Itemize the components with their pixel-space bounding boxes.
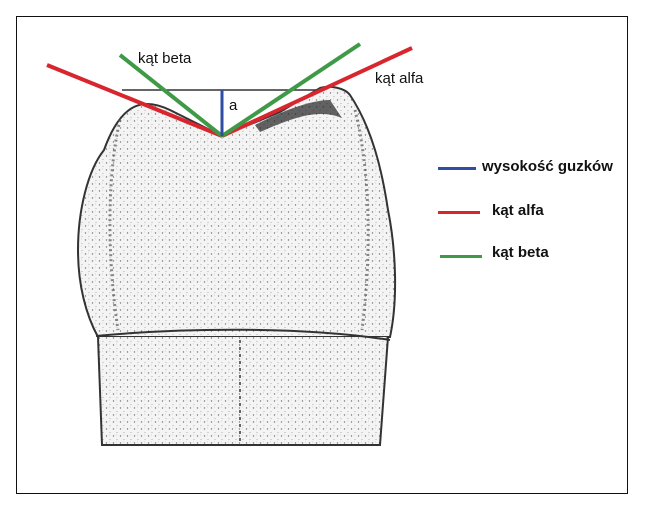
cusp-height-label: a	[229, 97, 237, 114]
legend-label-cusp-height: wysokość guzków	[482, 158, 613, 175]
legend-label-beta: kąt beta	[492, 244, 549, 261]
legend-swatch-green	[440, 255, 482, 258]
tooth-root	[98, 337, 388, 445]
legend-swatch-blue	[438, 167, 476, 170]
legend-label-alfa: kąt alfa	[492, 202, 544, 219]
legend-swatch-red	[438, 211, 480, 214]
beta-angle-label: kąt beta	[138, 50, 191, 67]
alfa-angle-label: kąt alfa	[375, 70, 423, 87]
